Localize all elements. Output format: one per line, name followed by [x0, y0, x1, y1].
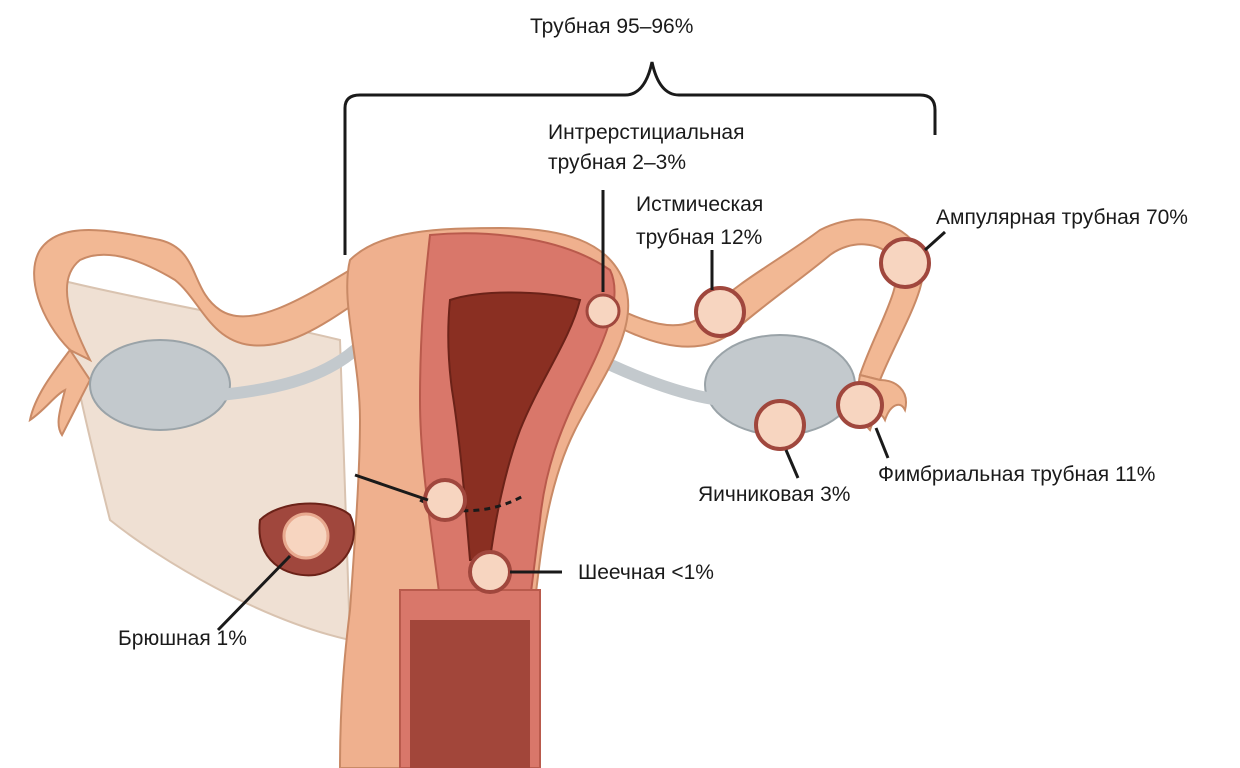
ovarian-leader: [786, 450, 798, 478]
isthmic-label-line1: Истмическая: [636, 192, 763, 218]
ovarian-label: Яичниковая 3%: [698, 482, 850, 508]
fimbrial-embryo: [838, 383, 882, 427]
abdominal-label: Брюшная 1%: [118, 626, 247, 652]
isthmic-label-line2: трубная 12%: [636, 225, 762, 251]
vaginal-canal: [410, 620, 530, 768]
title-label: Трубная 95–96%: [530, 14, 693, 40]
interstitial-label-line2: трубная 2–3%: [548, 150, 686, 176]
ampullary-label: Ампулярная трубная 70%: [936, 205, 1188, 231]
ovarian-embryo: [756, 401, 804, 449]
ampullary-leader: [925, 232, 945, 250]
abdominal-embryo: [284, 514, 328, 558]
left-ovary: [90, 340, 230, 430]
fimbrial-leader: [876, 428, 888, 458]
cervical-label: Шеечная <1%: [578, 560, 714, 586]
ampullary-embryo: [881, 239, 929, 287]
uterine-cavity-embryo: [425, 480, 465, 520]
interstitial-embryo: [587, 295, 619, 327]
isthmic-embryo: [696, 288, 744, 336]
fimbrial-label: Фимбриальная трубная 11%: [878, 462, 1155, 488]
cervical-embryo: [470, 552, 510, 592]
interstitial-label-line1: Интрерстициальная: [548, 120, 744, 146]
